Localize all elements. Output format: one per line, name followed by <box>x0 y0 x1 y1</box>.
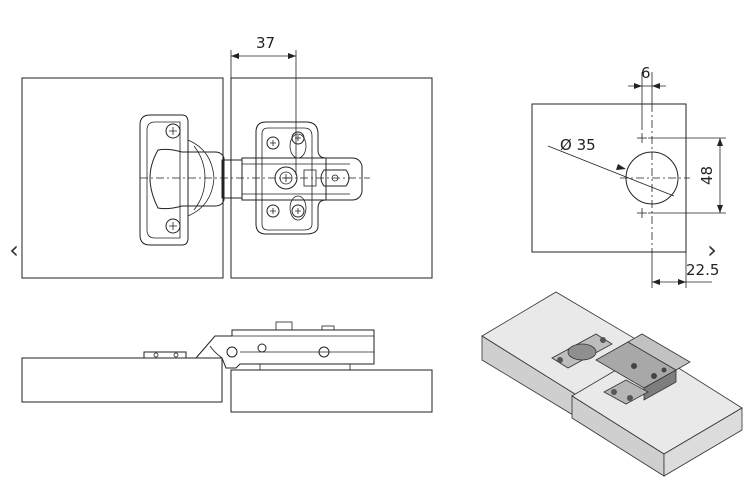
edge-offset-dimension: 6 <box>628 64 666 130</box>
hole-spacing-label: 48 <box>698 166 716 185</box>
cup-setback-dimension: 22.5 <box>651 252 719 288</box>
edge-offset-label: 6 <box>641 64 651 82</box>
side-pivot-1 <box>226 346 238 358</box>
side-view <box>21 321 433 413</box>
plate-screw-3 <box>266 204 280 218</box>
iso-hinge-arm <box>595 333 691 401</box>
door-blank <box>531 103 687 253</box>
boring-pattern-view: 6 Ø 35 48 <box>531 64 726 288</box>
cup-setback-label: 22.5 <box>686 261 719 279</box>
cabinet-side-section <box>230 369 433 413</box>
next-image-button[interactable]: › <box>707 236 717 264</box>
isometric-view <box>481 291 743 477</box>
top-view: 37 <box>21 34 433 279</box>
previous-image-button[interactable]: ‹ <box>9 236 19 264</box>
plate-screw-4 <box>291 204 305 218</box>
pilot-hole-top <box>637 133 647 143</box>
iso-mounting-plate <box>603 379 649 405</box>
plate-screw-1 <box>266 136 280 150</box>
cup-screw-bottom <box>165 218 181 234</box>
overlay-dimension: 37 <box>230 34 297 175</box>
cup-diameter-label: Ø 35 <box>560 136 596 154</box>
hinge-cup-plate <box>139 114 225 246</box>
side-pivot-2 <box>257 343 267 353</box>
hinge-mounting-plate <box>255 121 327 235</box>
hole-spacing-dimension: 48 <box>648 137 726 214</box>
iso-cup-plate <box>551 333 613 369</box>
door-side-section <box>21 357 223 403</box>
cup-screw-top <box>165 123 181 139</box>
side-pivot-3 <box>318 346 330 358</box>
overlay-dimension-label: 37 <box>256 34 275 52</box>
pilot-hole-bottom <box>637 208 647 218</box>
hinge-arm <box>140 157 370 201</box>
right-cabinet-panel <box>230 77 433 279</box>
